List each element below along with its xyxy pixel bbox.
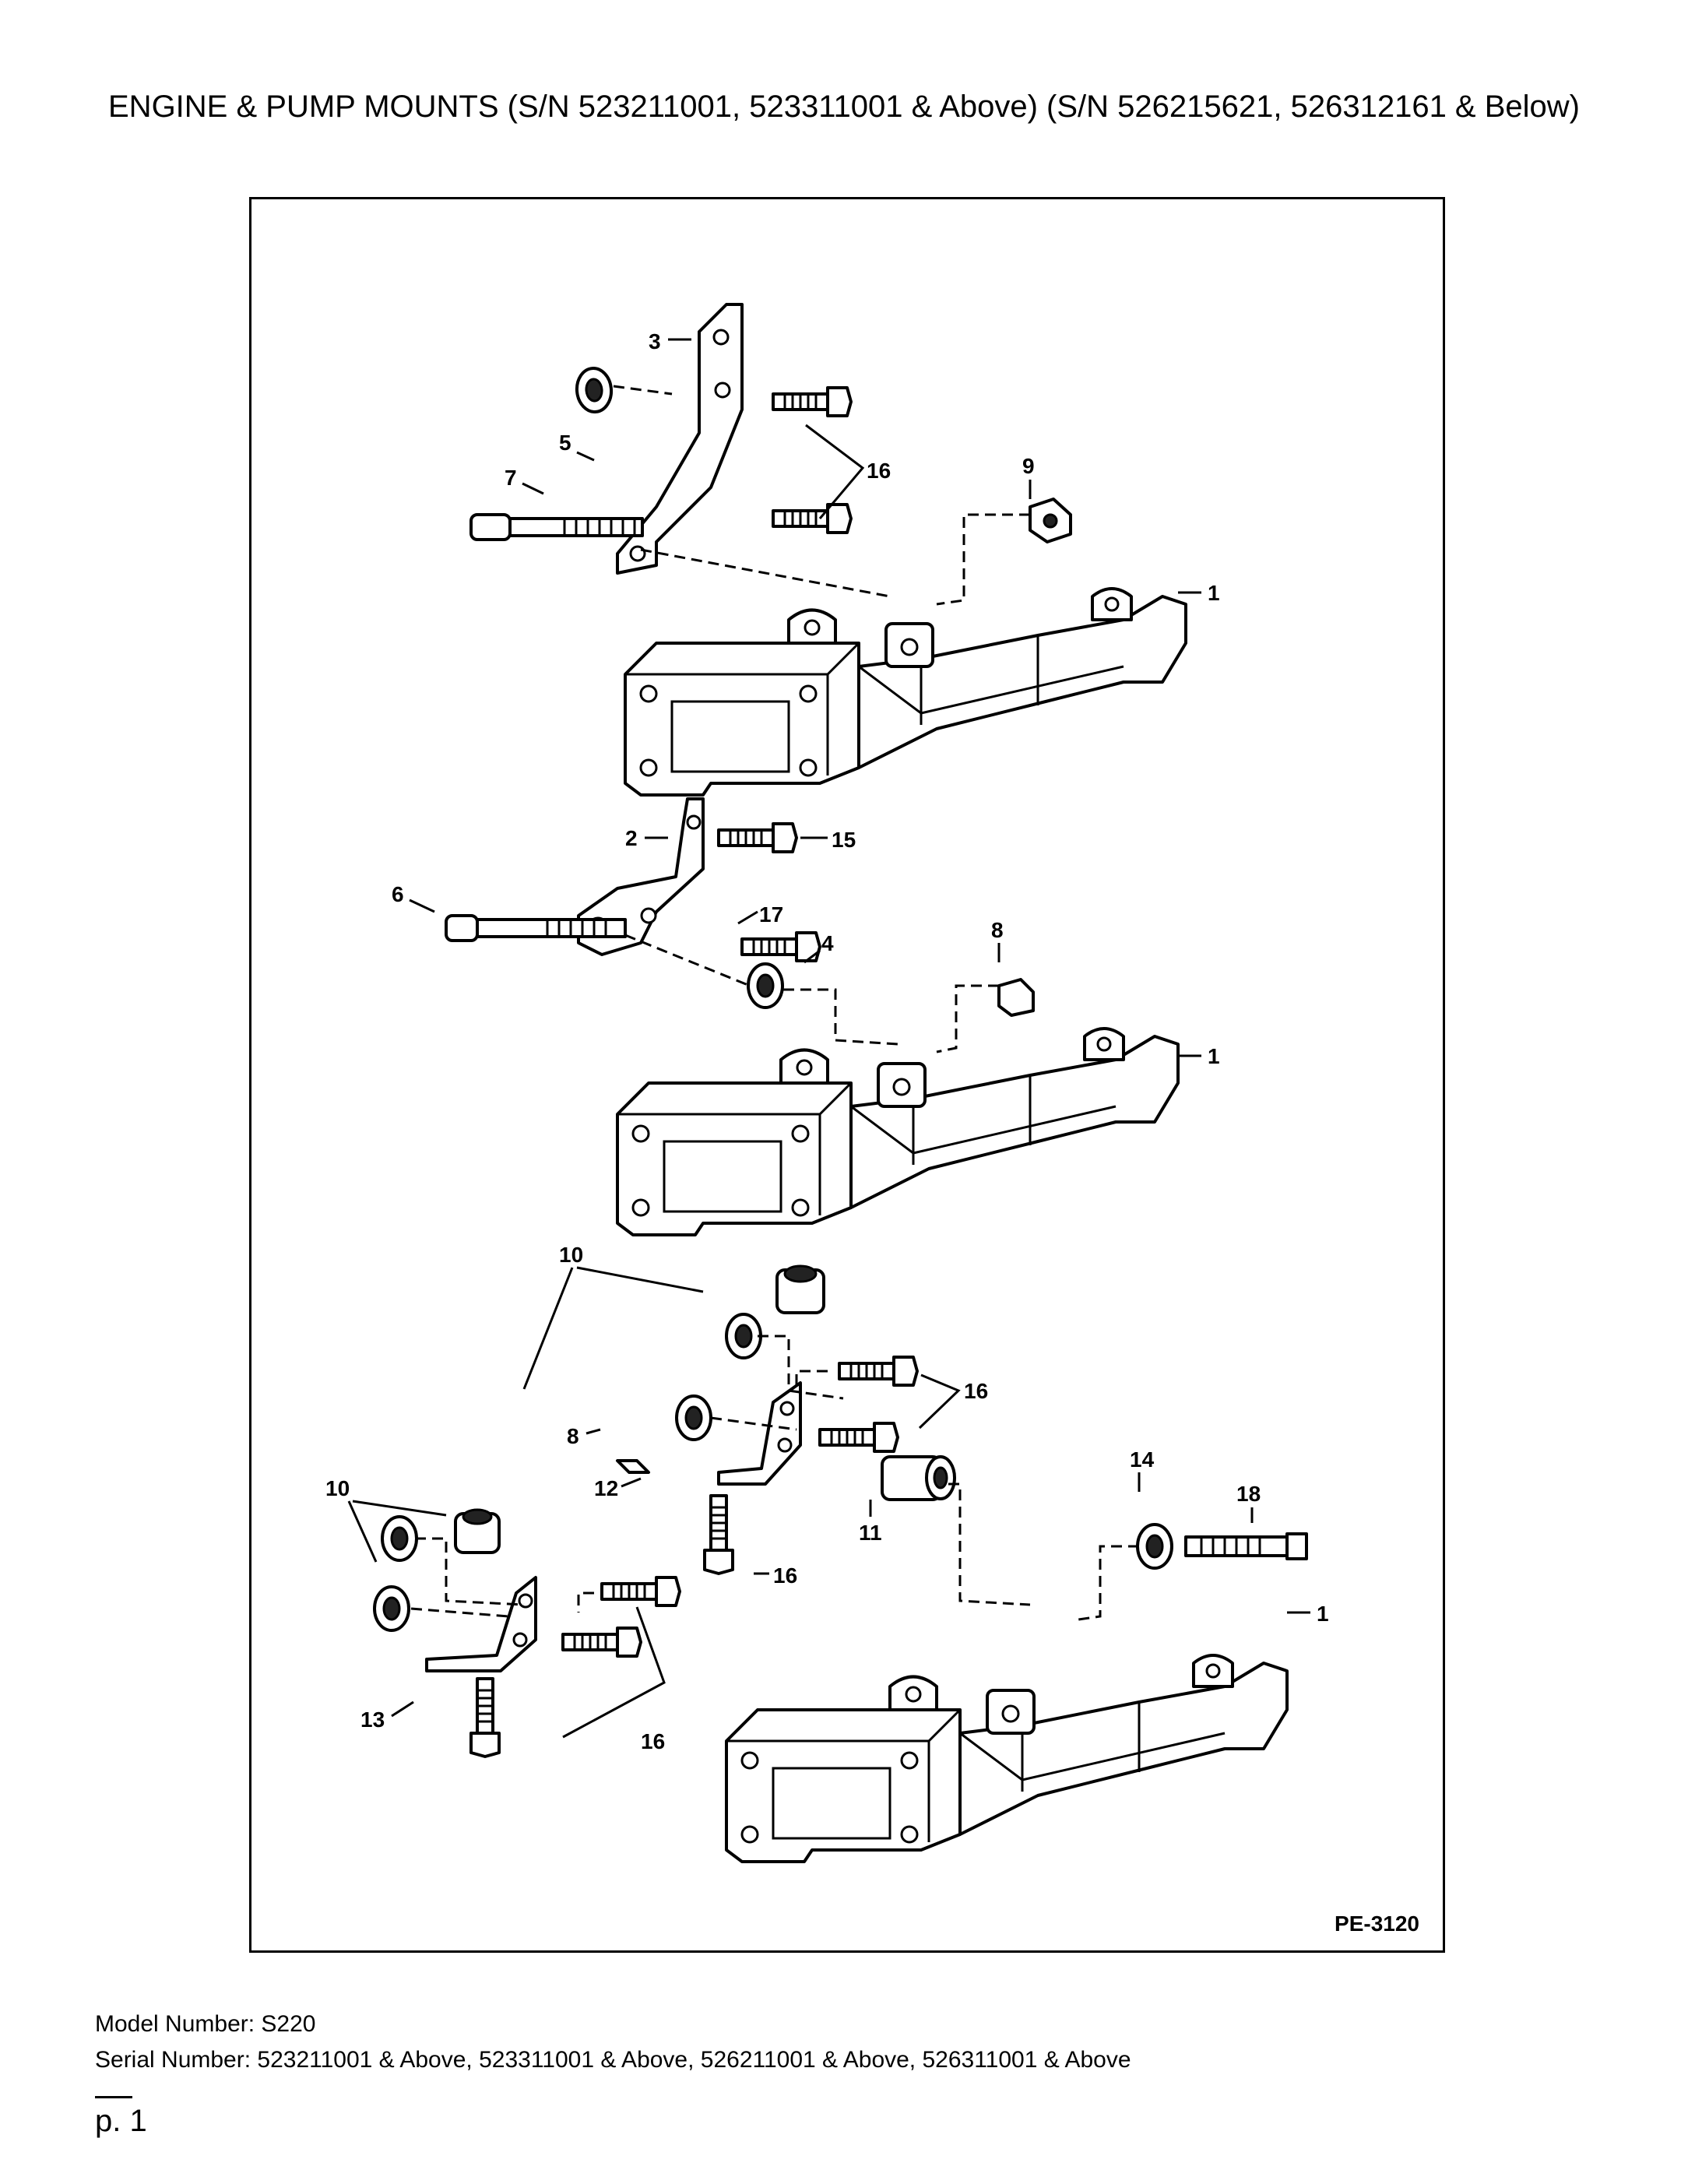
page-number: p. 1 bbox=[95, 2104, 147, 2138]
callout-6: 6 bbox=[392, 882, 404, 906]
parts-diagram: 3 5 7 16 9 1 2 15 6 17 4 8 1 10 16 8 12 … bbox=[249, 197, 1445, 1953]
serial-number: Serial Number: 523211001 & Above, 523311… bbox=[95, 2047, 1131, 2073]
footer-divider bbox=[95, 2096, 132, 2098]
callout-14: 14 bbox=[1130, 1447, 1155, 1472]
callout-18: 18 bbox=[1236, 1482, 1261, 1506]
callout-4: 4 bbox=[821, 931, 834, 955]
drawing-reference: PE-3120 bbox=[1335, 1911, 1419, 1936]
callout-8: 8 bbox=[991, 918, 1004, 942]
callout-1: 1 bbox=[1208, 581, 1220, 605]
callout-10: 10 bbox=[325, 1476, 350, 1500]
callout-11: 11 bbox=[859, 1521, 882, 1545]
callout-7: 7 bbox=[505, 466, 517, 490]
callout-16: 16 bbox=[964, 1379, 988, 1403]
callout-10: 10 bbox=[559, 1243, 583, 1267]
callout-13: 13 bbox=[360, 1707, 385, 1732]
model-number: Model Number: S220 bbox=[95, 2011, 316, 2037]
callout-9: 9 bbox=[1022, 454, 1035, 478]
callout-8: 8 bbox=[567, 1424, 579, 1448]
exploded-view-drawing: 3 5 7 16 9 1 2 15 6 17 4 8 1 10 16 8 12 … bbox=[325, 303, 1329, 1863]
callout-2: 2 bbox=[625, 826, 638, 850]
callout-16: 16 bbox=[773, 1563, 797, 1588]
callout-5: 5 bbox=[559, 431, 571, 455]
footer-info: Model Number: S220 Serial Number: 523211… bbox=[95, 2006, 1131, 2078]
callout-17: 17 bbox=[759, 902, 783, 927]
callout-1: 1 bbox=[1208, 1044, 1220, 1068]
callout-16: 16 bbox=[867, 459, 891, 483]
callout-16: 16 bbox=[641, 1729, 665, 1753]
callout-3: 3 bbox=[649, 329, 661, 353]
callout-12: 12 bbox=[594, 1476, 618, 1500]
page-title: ENGINE & PUMP MOUNTS (S/N 523211001, 523… bbox=[108, 90, 1580, 124]
callout-15: 15 bbox=[832, 828, 856, 852]
callout-1: 1 bbox=[1317, 1602, 1329, 1626]
